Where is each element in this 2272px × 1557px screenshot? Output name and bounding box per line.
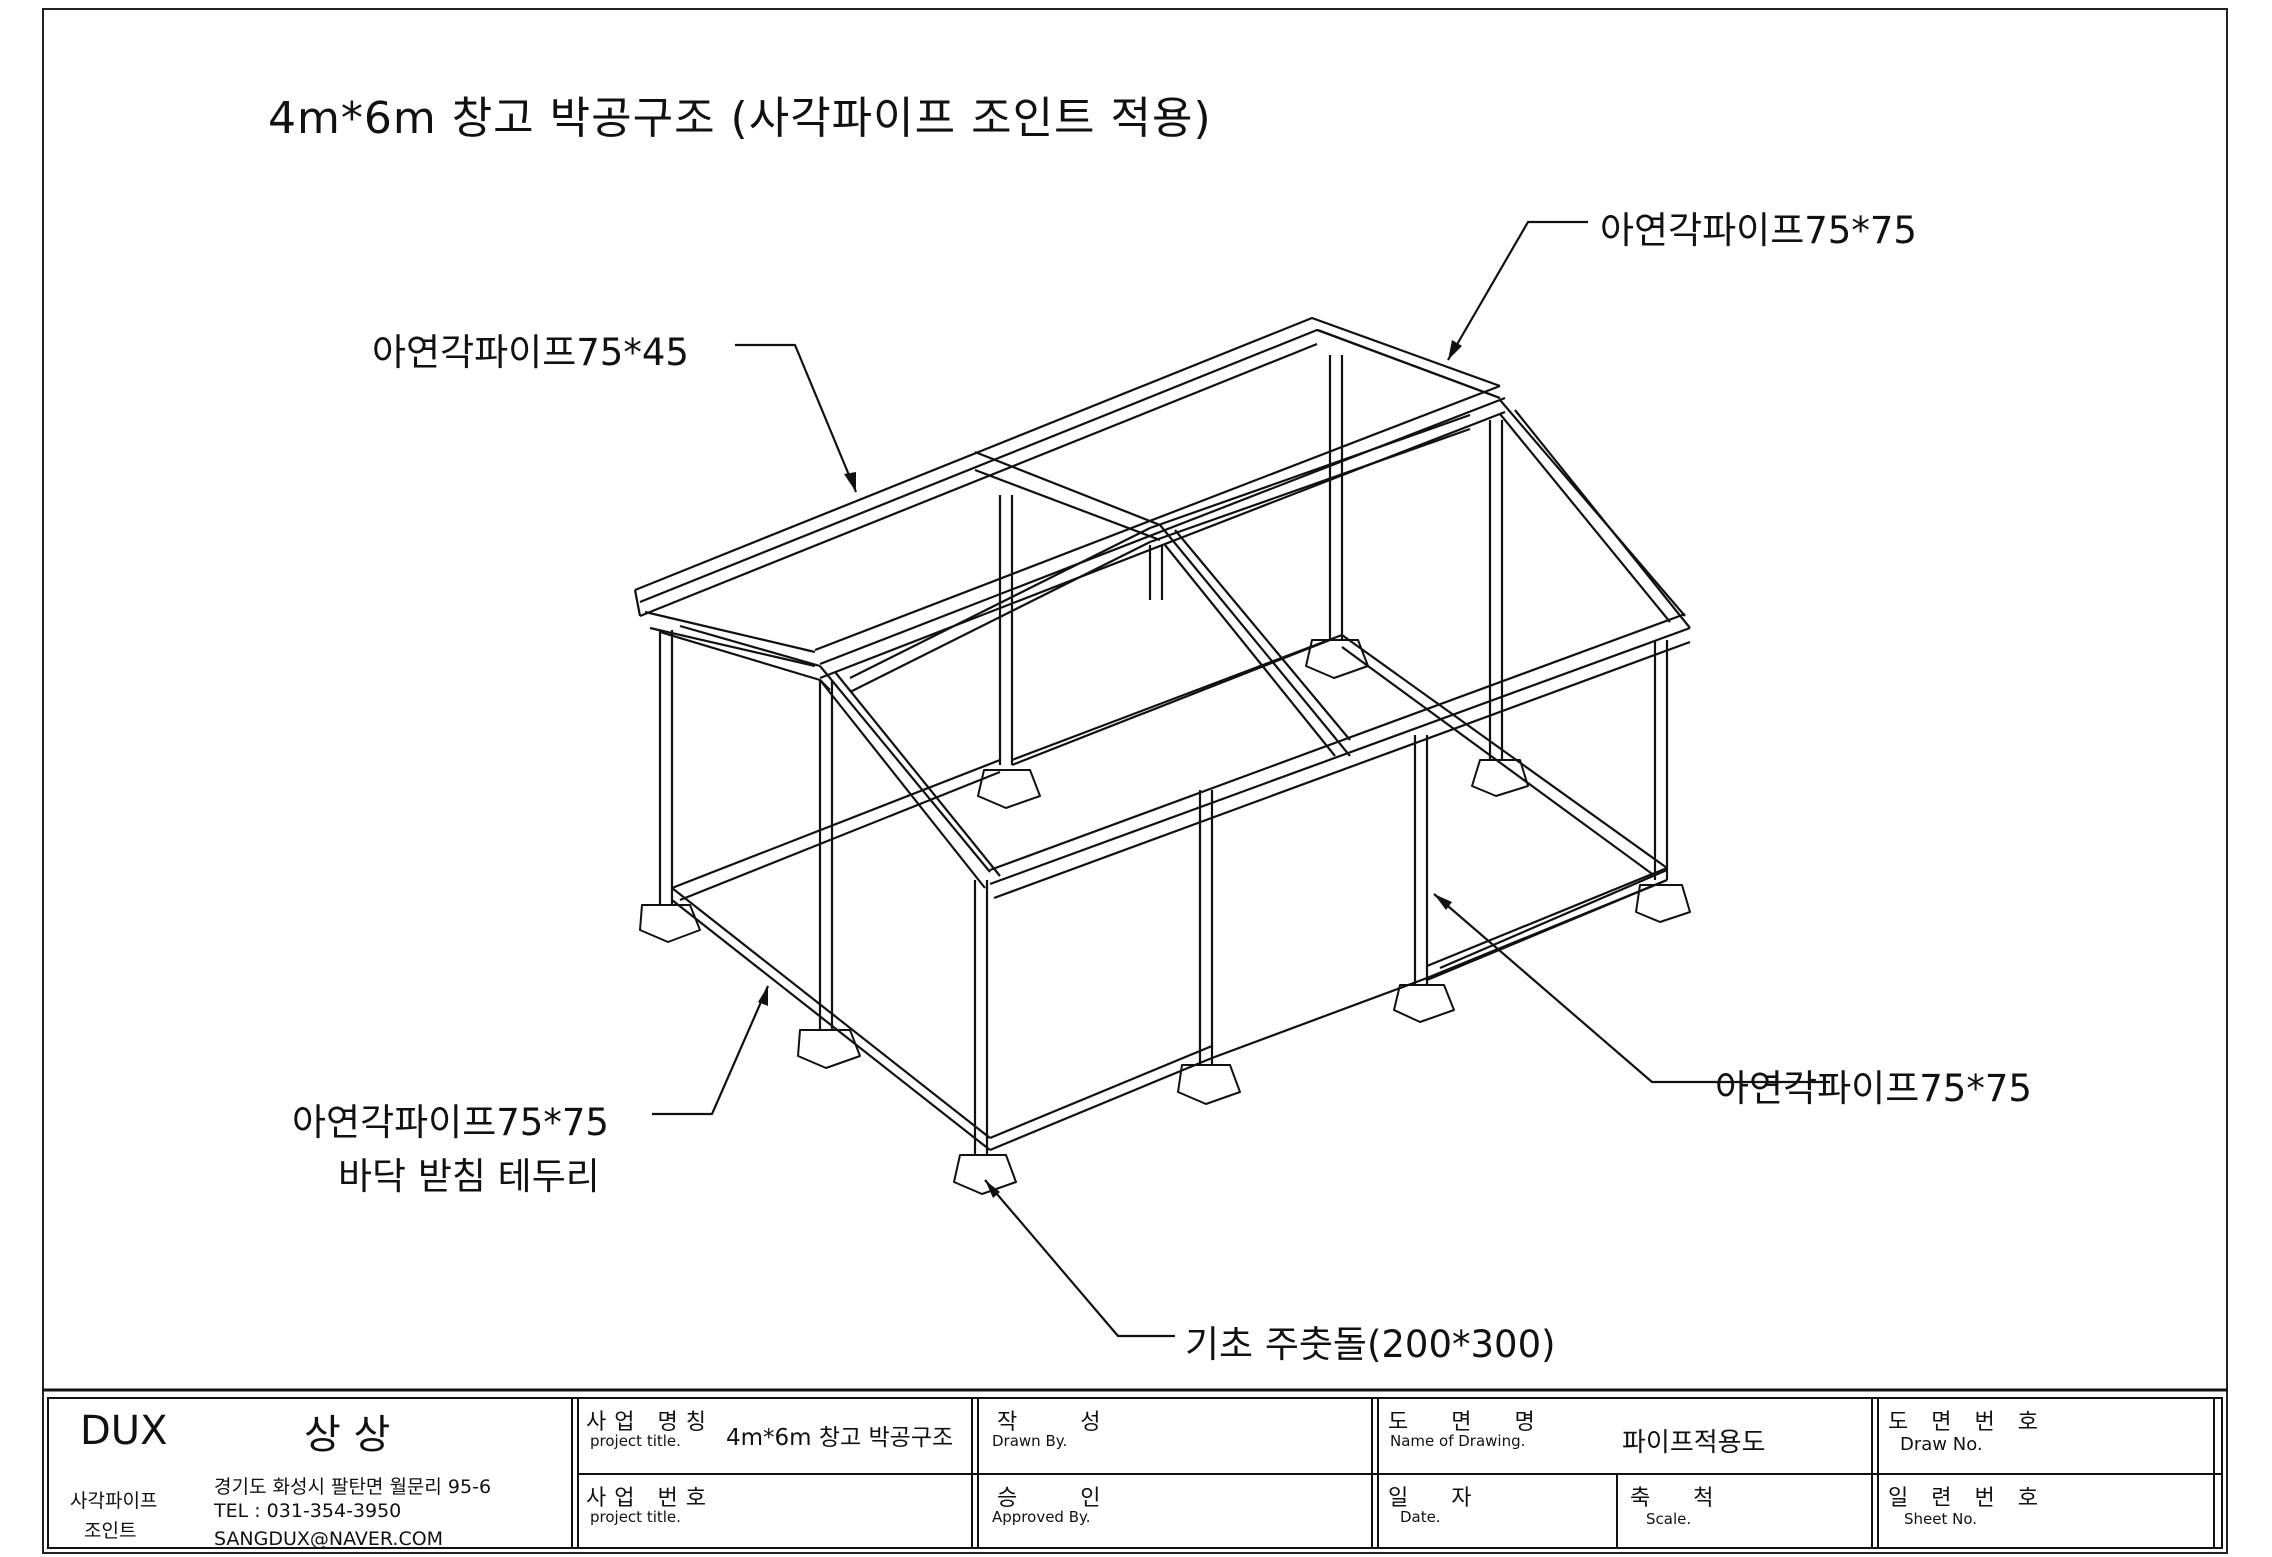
drawing-number-label-en: Draw No. xyxy=(1900,1434,1983,1455)
scale-label-en: Scale. xyxy=(1646,1510,1692,1528)
front-eave-beam xyxy=(814,384,1506,680)
project-number-label-en: project title. xyxy=(590,1508,681,1526)
label-floor-frame: 바닥 받침 테두리 xyxy=(338,1155,600,1198)
mid-purlin xyxy=(849,413,1471,693)
label-right-pipe: 아연각파이프75*75 xyxy=(1715,1067,2032,1110)
leader-arrowheads xyxy=(758,340,1462,1198)
middle-gable-rafters xyxy=(974,450,1351,757)
posts xyxy=(658,355,1669,1155)
label-bottom-left-pipe: 아연각파이프75*75 xyxy=(292,1101,609,1144)
scale-label: 축 척 xyxy=(1630,1486,1732,1511)
sheet-number-label: 일 련 번 호 xyxy=(1888,1486,2046,1511)
drawing-name-value: 파이프적용도 xyxy=(1622,1428,1766,1458)
approved-by-label: 승 인 xyxy=(997,1486,1129,1511)
project-name-label: 사업 명칭 xyxy=(586,1410,714,1435)
date-label: 일 자 xyxy=(1388,1486,1490,1511)
label-top-left-pipe: 아연각파이프75*45 xyxy=(372,331,689,374)
product-line-2: 조인트 xyxy=(84,1520,137,1542)
drawn-by-label: 작 성 xyxy=(997,1410,1129,1435)
company-name: DUX xyxy=(80,1408,168,1454)
label-foundation-stone: 기초 주춧돌(200*300) xyxy=(1185,1323,1556,1366)
project-name-value: 4m*6m 창고 박공구조 xyxy=(726,1425,954,1451)
company-address: 경기도 화성시 팔탄면 월문리 95-6 xyxy=(214,1476,492,1498)
drawing-name-label-en: Name of Drawing. xyxy=(1390,1432,1526,1450)
company-tel: TEL : 031-354-3950 xyxy=(214,1500,402,1522)
rear-eave-beam xyxy=(989,612,1691,900)
footings xyxy=(639,639,1691,1195)
project-number-label: 사업 번호 xyxy=(586,1486,714,1511)
floor-perimeter xyxy=(671,633,1668,1152)
date-label-en: Date. xyxy=(1400,1508,1441,1526)
drawn-by-label-en: Drawn By. xyxy=(992,1432,1068,1450)
company-email: SANGDUX@NAVER.COM xyxy=(214,1528,444,1550)
right-gable-rafters xyxy=(1317,328,1691,629)
drawing-sheet-border xyxy=(42,8,2228,1554)
approved-by-label-en: Approved By. xyxy=(992,1508,1091,1526)
project-name-label-en: project title. xyxy=(590,1432,681,1450)
drawing-name-label: 도 면 명 xyxy=(1388,1410,1553,1435)
product-line-1: 사각파이프 xyxy=(70,1490,158,1512)
label-top-right-pipe: 아연각파이프75*75 xyxy=(1600,209,1917,252)
drawing-title: 4m*6m 창고 박공구조 (사각파이프 조인트 적용) xyxy=(268,93,1212,144)
front-left-rafters xyxy=(819,665,1001,889)
sheet-number-label-en: Sheet No. xyxy=(1904,1510,1978,1528)
drawing-number-label: 도 면 번 호 xyxy=(1888,1410,2046,1435)
company-name-korean: 상 상 xyxy=(304,1412,391,1458)
ridge-beam xyxy=(633,316,1501,618)
rear-floor-beam xyxy=(1426,868,1668,982)
leader-lines xyxy=(652,220,1830,1338)
title-block: DUX 상 상 사각파이프 조인트 경기도 화성시 팔탄면 월문리 95-6 T… xyxy=(42,1388,2228,1554)
title-block-grid xyxy=(42,1388,2228,1549)
